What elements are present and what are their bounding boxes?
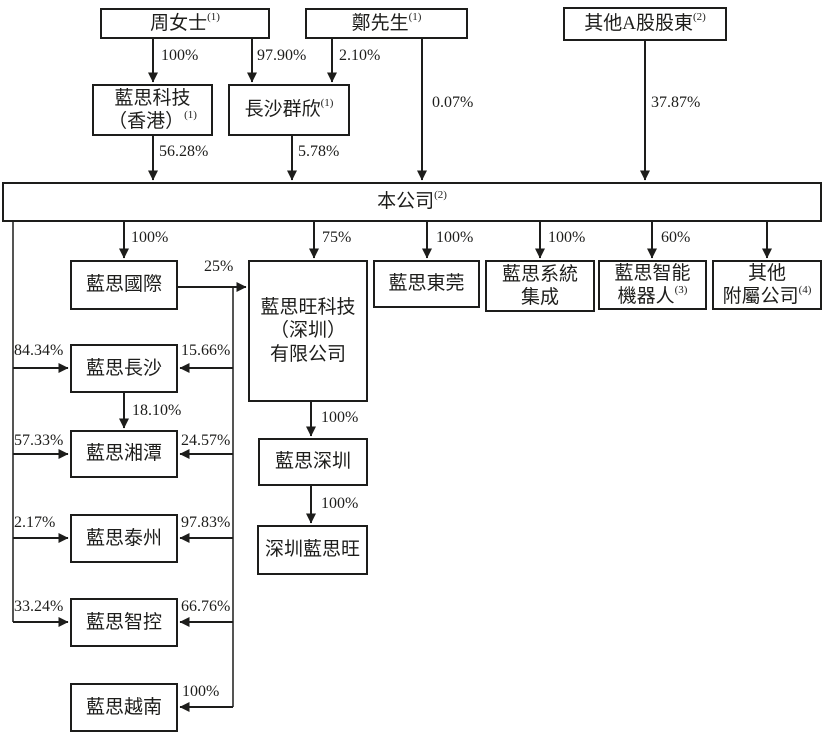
- pct-company-to-lens-wang: 75%: [322, 229, 352, 246]
- box-zheng: 鄭先生(1): [305, 8, 468, 39]
- box-lens-hk-line1: 藍思科技: [114, 87, 191, 109]
- pct-shenzhen-to-shenzhen-lens-wang: 100%: [321, 495, 359, 512]
- footnote-other-a: (2): [692, 11, 706, 24]
- box-other-a-shareholders: 其他A股股東(2): [563, 7, 727, 41]
- box-company-label: 本公司: [377, 191, 435, 213]
- box-lens-hk-line2: （香港）: [108, 111, 185, 132]
- box-lens-robotics-line2: 機器人: [617, 286, 675, 307]
- box-lens-dongguan-label: 藍思東莞: [388, 273, 465, 295]
- pct-zhou-to-lens-hk: 100%: [161, 47, 199, 64]
- pct-company-to-taizhou: 2.17%: [14, 514, 56, 531]
- box-other-subsidiaries-line1: 其他: [747, 262, 786, 284]
- pct-lens-wang-to-shenzhen: 100%: [321, 409, 359, 426]
- pct-other-a-to-company: 37.87%: [651, 94, 701, 111]
- box-lens-shenzhen-label: 藍思深圳: [274, 451, 351, 473]
- box-lens-changsha: 藍思長沙: [70, 344, 178, 393]
- box-qunxin-label: 長沙群欣: [244, 99, 321, 121]
- box-lens-zhikong-label: 藍思智控: [85, 611, 162, 633]
- box-lens-wang-line3: 有限公司: [269, 343, 346, 365]
- box-other-subsidiaries: 其他 附屬公司(4): [712, 260, 822, 310]
- box-shenzhen-lens-wang: 深圳藍思旺: [257, 525, 368, 575]
- box-zhou: 周女士(1): [100, 8, 270, 39]
- box-lens-taizhou: 藍思泰州: [70, 514, 178, 563]
- footnote-zheng: (1): [408, 10, 422, 23]
- box-other-subsidiaries-line2: 附屬公司: [722, 286, 799, 307]
- box-lens-hk: 藍思科技 （香港）(1): [92, 84, 213, 136]
- box-zheng-label: 鄭先生: [351, 12, 409, 34]
- footnote-other-subsidiaries: (4): [798, 283, 812, 296]
- box-lens-shenzhen: 藍思深圳: [258, 438, 368, 486]
- box-other-a-label: 其他A股股東: [584, 13, 693, 35]
- box-shenzhen-lens-wang-label: 深圳藍思旺: [264, 539, 360, 561]
- pct-international-to-zhikong: 66.76%: [181, 598, 231, 615]
- box-lens-system-integration: 藍思系統 集成: [485, 260, 595, 312]
- pct-zhou-to-qunxin: 97.90%: [257, 47, 307, 64]
- pct-international-to-xiangtan: 24.57%: [181, 432, 231, 449]
- pct-company-to-zhikong: 33.24%: [14, 598, 64, 615]
- box-lens-xiangtan: 藍思湘潭: [70, 430, 178, 478]
- box-lens-wang-line1: 藍思旺科技: [260, 297, 356, 319]
- box-lens-international-label: 藍思國際: [85, 274, 162, 296]
- footnote-robotics: (3): [674, 283, 688, 296]
- pct-international-to-changsha: 15.66%: [181, 342, 231, 359]
- pct-changsha-to-xiangtan: 18.10%: [132, 402, 182, 419]
- pct-international-to-vietnam: 100%: [182, 683, 220, 700]
- box-zhou-label: 周女士: [150, 12, 208, 34]
- pct-company-to-robotics: 60%: [661, 229, 691, 246]
- box-lens-vietnam-label: 藍思越南: [85, 696, 162, 718]
- box-lens-wang: 藍思旺科技 （深圳） 有限公司: [248, 260, 368, 402]
- pct-company-to-changsha: 84.34%: [14, 342, 64, 359]
- box-lens-robotics-line1: 藍思智能: [614, 262, 691, 284]
- footnote-zhou: (1): [207, 10, 220, 23]
- pct-company-to-xiangtan: 57.33%: [14, 432, 64, 449]
- footnote-lens-hk: (1): [184, 108, 197, 121]
- footnote-qunxin: (1): [320, 97, 334, 110]
- pct-company-to-system-integration: 100%: [548, 229, 586, 246]
- box-lens-robotics: 藍思智能 機器人(3): [598, 260, 707, 310]
- footnote-company: (2): [434, 189, 447, 202]
- box-lens-taizhou-label: 藍思泰州: [85, 527, 162, 549]
- box-lens-changsha-label: 藍思長沙: [85, 357, 162, 379]
- box-lens-system-line2: 集成: [520, 287, 559, 308]
- box-lens-system-line1: 藍思系統: [501, 263, 578, 285]
- box-lens-vietnam: 藍思越南: [70, 683, 178, 732]
- pct-lens-hk-to-company: 56.28%: [159, 143, 209, 160]
- box-company: 本公司(2): [2, 182, 822, 222]
- pct-international-to-taizhou: 97.83%: [181, 514, 231, 531]
- box-lens-zhikong: 藍思智控: [70, 598, 178, 647]
- box-lens-wang-line2: （深圳）: [269, 320, 346, 342]
- pct-zheng-to-qunxin: 2.10%: [339, 47, 381, 64]
- pct-zheng-to-company: 0.07%: [432, 94, 474, 111]
- pct-company-to-international: 100%: [131, 229, 169, 246]
- pct-qunxin-to-company: 5.78%: [298, 143, 340, 160]
- box-changsha-qunxin: 長沙群欣(1): [228, 84, 350, 136]
- box-lens-xiangtan-label: 藍思湘潭: [85, 443, 162, 465]
- box-lens-dongguan: 藍思東莞: [373, 260, 480, 308]
- box-lens-international: 藍思國際: [70, 260, 178, 310]
- pct-company-to-dongguan: 100%: [436, 229, 474, 246]
- pct-international-to-lens-wang: 25%: [204, 258, 234, 275]
